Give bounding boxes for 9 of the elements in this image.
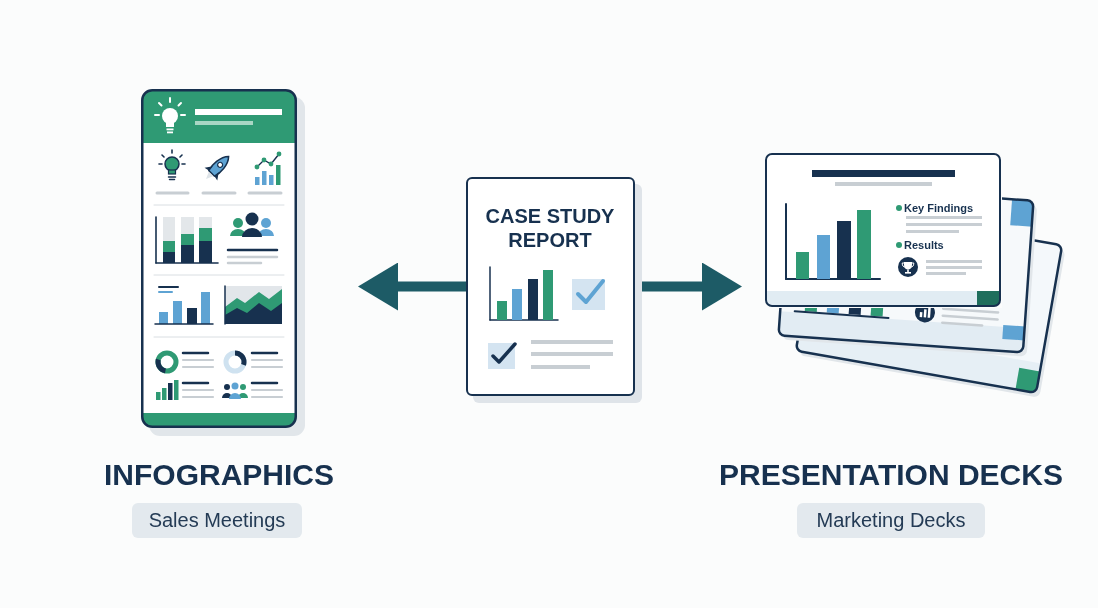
section-heading: INFOGRAPHICS	[104, 457, 334, 493]
section-heading: PRESENTATION DECKS	[719, 457, 1063, 493]
bullet-text: Results	[904, 238, 944, 252]
category-tag: Sales Meetings	[132, 503, 302, 538]
category-tag: Marketing Decks	[797, 503, 985, 538]
report-title: CASE STUDY REPORT	[484, 204, 616, 252]
slide-card	[765, 153, 1001, 307]
arrow	[358, 262, 466, 311]
bullet-text: Key Findings	[904, 201, 974, 215]
